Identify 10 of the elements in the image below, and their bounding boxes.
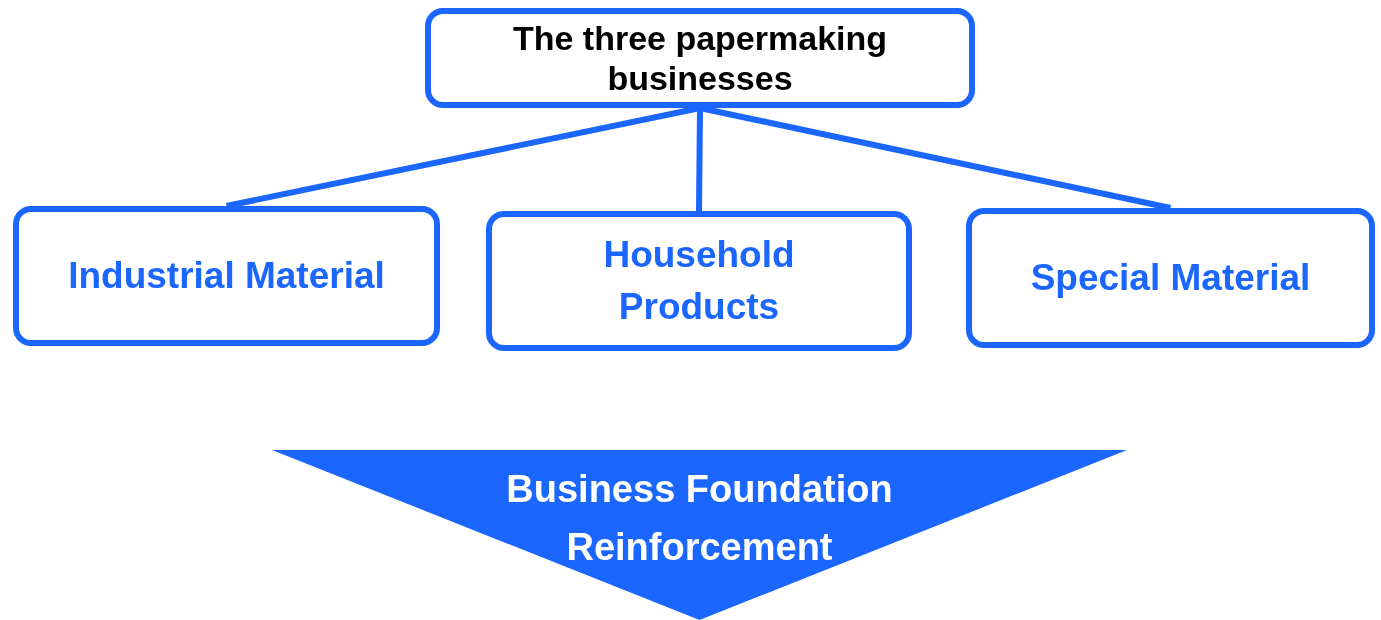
category-box (486, 211, 912, 351)
triangle-text: Business Foundation Reinforcement (505, 467, 894, 570)
category-label: Special Material (1030, 256, 1311, 300)
title-text: The three papermaking businesses (511, 18, 889, 98)
category-label: Household Products (602, 233, 796, 329)
category-box (13, 206, 440, 346)
category-label: Industrial Material (68, 254, 385, 298)
category-box (966, 208, 1375, 348)
connector-line (699, 105, 1172, 211)
title-box (425, 8, 975, 108)
